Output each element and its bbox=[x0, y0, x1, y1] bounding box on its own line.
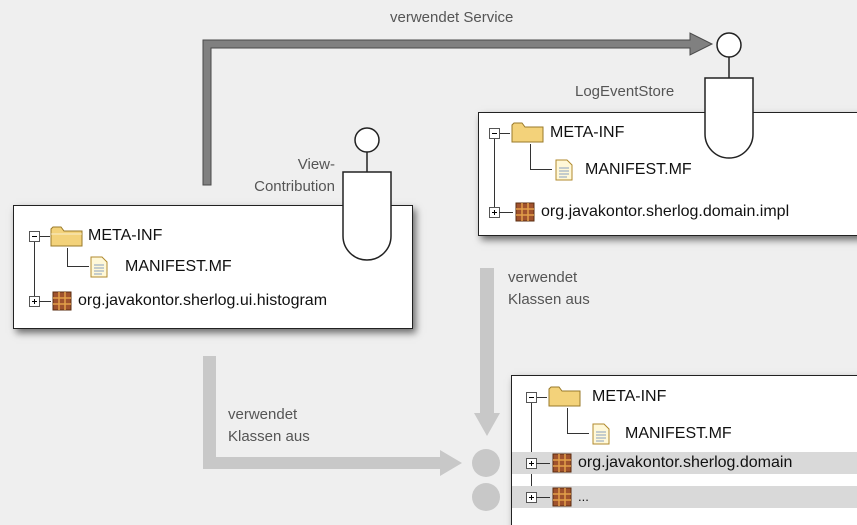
more-packages-label: ... bbox=[578, 489, 589, 504]
more-packages-row[interactable] bbox=[512, 486, 857, 508]
collapse-icon[interactable] bbox=[489, 128, 500, 139]
manifest-file-label: MANIFEST.MF bbox=[125, 258, 232, 275]
package-icon bbox=[552, 487, 572, 507]
folder-icon bbox=[548, 386, 581, 407]
manifest-file-icon bbox=[90, 256, 108, 278]
manifest-file-icon bbox=[592, 423, 610, 445]
package-label: org.javakontor.sherlog.ui.histogram bbox=[78, 292, 328, 309]
folder-icon bbox=[511, 122, 544, 143]
import-socket-1 bbox=[472, 449, 500, 477]
collapse-icon[interactable] bbox=[526, 392, 537, 403]
meta-inf-folder-label: META-INF bbox=[592, 388, 667, 405]
dependency-arrow-histogram-to-domain bbox=[203, 356, 462, 476]
impl-bundle-box: META-INF MANIFEST.MF org.javakontor.sher… bbox=[478, 112, 857, 236]
package-label: org.javakontor.sherlog.domain.impl bbox=[541, 203, 790, 220]
collapse-icon[interactable] bbox=[29, 231, 40, 242]
meta-inf-folder-label: META-INF bbox=[550, 124, 625, 141]
uses-classes-left-line1: verwendet bbox=[228, 406, 298, 423]
dependency-arrow-impl-to-domain bbox=[474, 268, 500, 436]
meta-inf-folder-label: META-INF bbox=[88, 227, 163, 244]
domain-bundle-box: META-INF MANIFEST.MF org.javakontor.sher… bbox=[511, 375, 857, 525]
service-arrow bbox=[202, 32, 714, 186]
uses-service-label: verwendet Service bbox=[390, 9, 514, 26]
folder-icon bbox=[50, 226, 83, 247]
import-socket-2 bbox=[472, 483, 500, 511]
package-icon bbox=[552, 453, 572, 473]
manifest-file-label: MANIFEST.MF bbox=[625, 425, 732, 442]
package-icon bbox=[515, 202, 535, 222]
domain-package-row[interactable] bbox=[512, 452, 857, 474]
manifest-file-label: MANIFEST.MF bbox=[585, 161, 692, 178]
view-contribution-label-line2: Contribution bbox=[254, 178, 335, 195]
manifest-file-icon bbox=[555, 159, 573, 181]
view-contribution-socket-icon bbox=[354, 127, 380, 153]
uses-classes-right-line1: verwendet bbox=[508, 269, 578, 286]
package-label: org.javakontor.sherlog.domain bbox=[578, 454, 793, 471]
view-contribution-label-line1: View- bbox=[297, 156, 335, 173]
package-icon bbox=[52, 291, 72, 311]
log-event-store-label: LogEventStore bbox=[575, 83, 675, 100]
uses-classes-left-line2: Klassen aus bbox=[228, 428, 310, 445]
uses-classes-right-line2: Klassen aus bbox=[508, 291, 590, 308]
